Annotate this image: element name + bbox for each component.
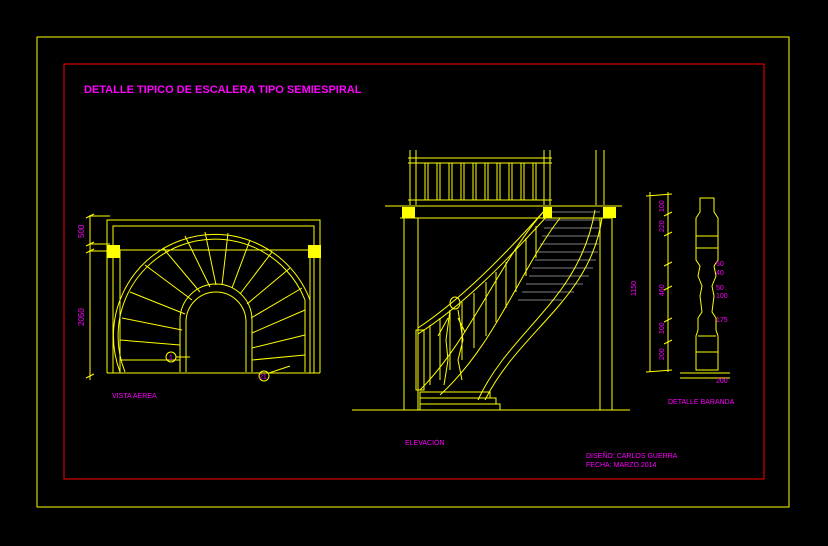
baranda-dim-11: 200 — [716, 378, 728, 385]
elev-post-left — [402, 207, 415, 218]
plan-dim-top: 500 — [77, 224, 86, 238]
baranda-detail — [645, 192, 730, 379]
plan-post-left — [107, 245, 120, 258]
baranda-dim-3: 50 — [716, 261, 724, 268]
credit-date: FECHA: MARZO 2014 — [586, 462, 657, 469]
inner-frame — [63, 63, 765, 480]
drawing-title: DETALLE TIPICO DE ESCALERA TIPO SEMIESPI… — [84, 84, 362, 96]
baranda-dim-7: 460 — [659, 284, 666, 296]
elev-newel-top — [543, 207, 552, 218]
plan-post-right — [308, 245, 321, 258]
vista-aerea-label: VISTA AEREA — [112, 393, 157, 400]
baranda-dim-5: 50 — [716, 285, 724, 292]
plan-marker-21: 21 — [259, 374, 267, 381]
baranda-dim-total: 1150 — [631, 281, 638, 296]
detalle-baranda-label: DETALLE BARANDA — [668, 399, 735, 406]
outer-frame — [36, 36, 790, 508]
baranda-dim-10: 200 — [659, 348, 666, 360]
elev-post-right — [603, 207, 616, 218]
plan-view — [85, 213, 321, 382]
elevation-view — [352, 150, 630, 411]
elevacion-label: ELEVACIÓN — [405, 438, 445, 447]
baranda-dim-9: 100 — [659, 322, 666, 334]
elevation-risers — [518, 211, 600, 301]
baranda-dim-6: 100 — [716, 293, 728, 300]
plan-marker-1: 1 — [169, 355, 173, 362]
baranda-dim-4: 40 — [716, 270, 724, 277]
baranda-dim-1: 100 — [659, 200, 666, 212]
baranda-dim-2: 220 — [659, 220, 666, 232]
credit-designer: DISEÑO: CARLOS GUERRA — [586, 451, 678, 460]
plan-dim-left: 2050 — [77, 308, 86, 326]
baranda-dim-8: 175 — [716, 317, 728, 324]
